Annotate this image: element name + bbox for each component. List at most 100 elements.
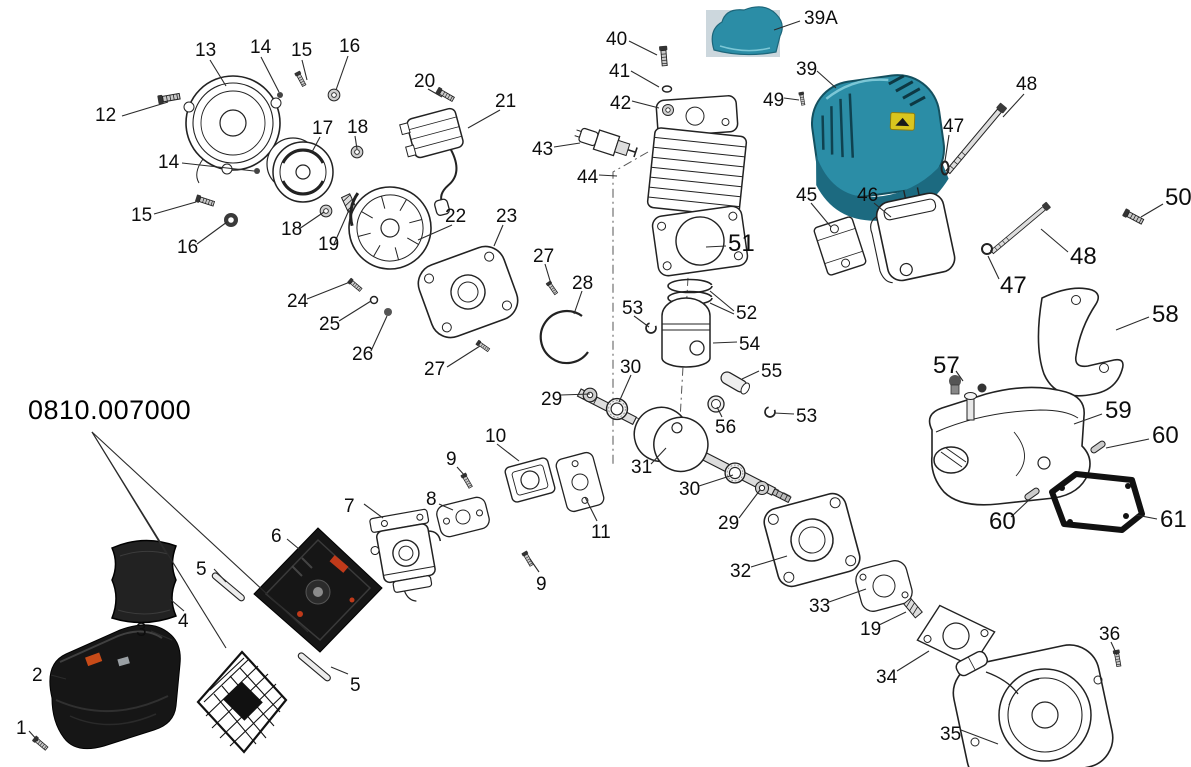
leader-line — [213, 568, 227, 583]
part-25-ring — [369, 295, 379, 305]
leader-line — [598, 174, 618, 177]
leader-line — [633, 315, 650, 328]
leader-line — [896, 650, 930, 672]
part-13-fan-housing — [183, 75, 282, 184]
leader-line — [1140, 203, 1164, 218]
part-17-clutch — [266, 137, 334, 203]
leader-line — [91, 431, 227, 649]
part-19-spacer — [903, 597, 923, 619]
leader-line — [816, 70, 837, 89]
leader-line — [878, 611, 907, 626]
part-46-muffler — [870, 187, 956, 284]
leader-line — [338, 300, 372, 322]
leader-line — [1010, 498, 1031, 518]
leader-line — [709, 302, 735, 315]
part-60-stud — [1024, 487, 1040, 501]
leader-line — [354, 135, 358, 150]
leader-line — [738, 489, 761, 519]
part-43-spark-plug — [574, 127, 638, 158]
leader-line — [467, 109, 501, 129]
leader-line — [446, 345, 481, 368]
leader-line — [1115, 316, 1150, 331]
leader-line — [1073, 413, 1103, 425]
leader-line — [286, 538, 300, 550]
leader-line — [456, 466, 467, 478]
part-44-cylinder — [646, 127, 748, 217]
leader-line — [417, 224, 453, 241]
part-11-gasket — [555, 451, 605, 513]
leader-line — [28, 730, 39, 742]
leader-line — [169, 598, 185, 612]
part-60-stud — [1090, 440, 1106, 454]
leader-line — [631, 100, 660, 109]
leader-line — [50, 674, 67, 680]
part-47-oring — [940, 160, 950, 176]
leader-line — [153, 201, 197, 215]
part-56-needle-bearing — [707, 395, 725, 413]
part-47-oring — [981, 243, 993, 255]
part-7-carburetor — [369, 508, 442, 602]
part-61-guard-plate — [1049, 471, 1145, 533]
leader-line — [628, 40, 658, 56]
leader-line — [698, 474, 734, 487]
leader-line — [298, 211, 325, 230]
leader-line — [712, 341, 738, 344]
leader-line — [709, 290, 735, 312]
part-59-fuel-tank — [928, 386, 1091, 506]
leader-line — [544, 263, 552, 285]
part-33-gasket — [855, 560, 913, 612]
leader-line — [181, 162, 255, 172]
leader-line — [750, 555, 788, 568]
part-53-circlip — [764, 406, 776, 418]
part-22-flywheel — [348, 186, 432, 270]
part-41-ring — [661, 85, 673, 93]
leader-line — [1135, 514, 1158, 520]
part-filter-grid — [196, 650, 288, 754]
leader-line — [584, 496, 598, 522]
part-45-bracket — [813, 216, 867, 276]
part-39a-cover — [706, 6, 783, 57]
leader-line — [121, 101, 169, 117]
assembly-code: 0810.007000 — [28, 395, 192, 425]
part-51-gasket — [651, 205, 749, 277]
leader-line — [1110, 641, 1118, 656]
leader-line — [560, 393, 591, 396]
leader-line — [311, 136, 321, 153]
part-16-washer — [224, 213, 238, 227]
part-14-pin — [277, 92, 283, 98]
leader-line — [553, 142, 581, 148]
leader-line — [196, 221, 228, 245]
leader-line — [716, 406, 723, 418]
leader-line — [960, 729, 999, 745]
leader-line — [828, 588, 867, 603]
leader-line — [209, 59, 227, 87]
part-34-gasket — [916, 604, 996, 668]
part-4-filter-foam — [111, 539, 178, 624]
leader-line — [1040, 228, 1069, 253]
leader-line — [741, 370, 760, 380]
leader-line — [873, 202, 892, 218]
leader-line — [370, 315, 388, 352]
part-32-crankcase-half — [763, 492, 861, 588]
leader-line — [1105, 438, 1150, 449]
part-35-recoil-starter — [952, 644, 1114, 767]
leader-line — [987, 255, 1000, 280]
part-53-circlip — [645, 322, 657, 334]
part-28-retainer-clip — [539, 309, 589, 365]
leader-line — [955, 370, 964, 382]
leader-line — [438, 503, 454, 511]
part-26-plug — [384, 308, 392, 316]
leader-line — [783, 97, 800, 101]
leader-line — [301, 59, 308, 81]
leader-line — [773, 412, 795, 415]
leader-line — [330, 666, 349, 675]
leader-line — [496, 443, 520, 462]
part-8-gasket — [436, 496, 490, 538]
leader-line — [944, 134, 950, 162]
leader-line — [306, 281, 351, 300]
leader-line — [630, 70, 660, 88]
part-39-engine-cover — [810, 74, 949, 221]
leader-line — [260, 56, 280, 93]
